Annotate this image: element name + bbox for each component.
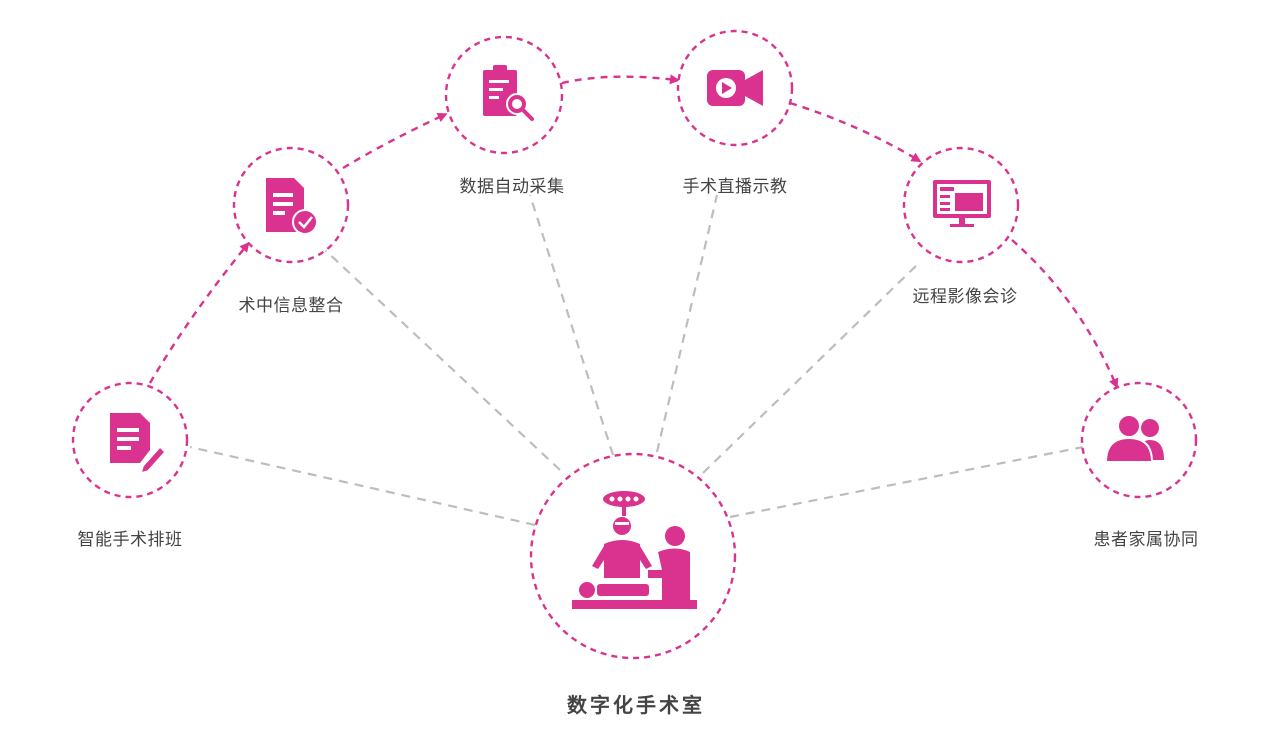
node-label-family: 患者家属协同: [1093, 530, 1199, 550]
operating-room-icon: [572, 491, 697, 609]
spoke-broadcast: [655, 194, 719, 453]
users-icon: [1104, 414, 1164, 463]
spoke-consultation: [702, 261, 921, 474]
monitor-image-icon: [933, 180, 991, 227]
document-check-icon: [266, 178, 318, 235]
node-label-collection: 数据自动采集: [459, 177, 565, 197]
clipboard-search-icon: [483, 65, 534, 121]
spoke-lines: [189, 194, 1084, 527]
document-edit-icon: [110, 413, 167, 475]
spoke-family: [729, 445, 1084, 519]
spoke-scheduling: [189, 445, 536, 527]
center-label: 数字化手术室: [567, 693, 705, 717]
arrow-integration-to-collection: [342, 112, 448, 170]
node-label-integration: 术中信息整合: [238, 296, 344, 316]
arrow-collection-to-broadcast: [561, 74, 680, 85]
node-label-consultation: 远程影像会诊: [912, 287, 1018, 307]
arrow-scheduling-to-integration: [148, 241, 250, 384]
spoke-integration: [324, 249, 561, 471]
node-label-scheduling: 智能手术排班: [77, 530, 183, 550]
spoke-collection: [528, 194, 615, 456]
node-label-broadcast: 手术直播示教: [682, 177, 788, 197]
flow-arrows: [148, 74, 1119, 389]
arrow-broadcast-to-consultation: [789, 101, 922, 163]
arrow-consultation-to-family: [1011, 239, 1119, 389]
video-camera-icon: [707, 70, 763, 106]
